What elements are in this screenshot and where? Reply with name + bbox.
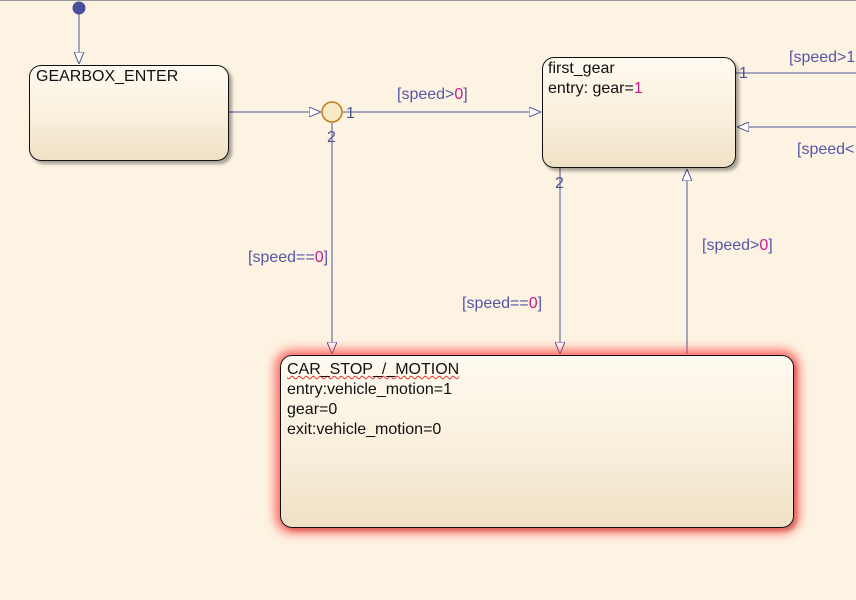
execution-order-junction-to-first-gear: 1 [346,105,355,122]
state-first-gear[interactable]: first_gear entry: gear=1 [542,57,736,168]
label-text: ] [768,237,773,254]
transition-label-car-stop-to-first-gear[interactable]: [speed>0] [702,237,773,255]
transition-label-first-gear-out-right[interactable]: [speed>1 [789,49,856,66]
state-entry-action: entry: gear=1 [543,79,735,99]
execution-order-first-gear-to-car-stop: 2 [555,175,564,192]
label-number: 0 [759,237,769,254]
transition-label-right-in-first-gear[interactable]: [speed< [797,141,855,158]
entry-action-value: 1 [633,80,643,97]
state-action-line: gear=0 [287,401,338,418]
label-text: [speed== [462,295,529,312]
transition-label-first-gear-to-car-stop[interactable]: [speed==0] [462,295,542,313]
state-name: first_gear [548,60,615,77]
label-text: ] [463,86,468,103]
connective-junction[interactable] [321,101,343,123]
state-action-line: exit:vehicle_motion=0 [287,421,442,438]
state-gearbox-enter[interactable]: GEARBOX_ENTER [29,65,229,161]
state-car-stop-motion[interactable]: CAR_STOP_/_MOTION entry:vehicle_motion=1… [280,355,794,528]
execution-order-junction-to-car-stop: 2 [327,129,336,146]
label-number: 0 [314,249,324,266]
default-transition-dot[interactable] [72,1,86,15]
state-name-text: CAR_STOP_/_MOTION [287,361,460,378]
state-name: CAR_STOP_/_MOTION [281,360,793,380]
state-action-line: entry:vehicle_motion=1 [287,381,452,398]
label-text: [speed> [702,237,760,254]
label-text: ] [537,295,543,312]
label-text: [speed> [397,86,455,103]
canvas-top-border [0,0,856,1]
label-number: 0 [528,295,538,312]
label-text: [speed== [248,249,315,266]
transition-label-junction-to-car-stop[interactable]: [speed==0] [248,249,328,267]
label-text: ] [323,249,329,266]
entry-action-text: entry: gear= [548,80,634,97]
label-number: 0 [454,86,464,103]
state-name: GEARBOX_ENTER [36,68,179,85]
execution-order-first-gear-out-right: 1 [739,65,748,82]
transition-label-junction-to-first-gear[interactable]: [speed>0] [397,86,468,104]
